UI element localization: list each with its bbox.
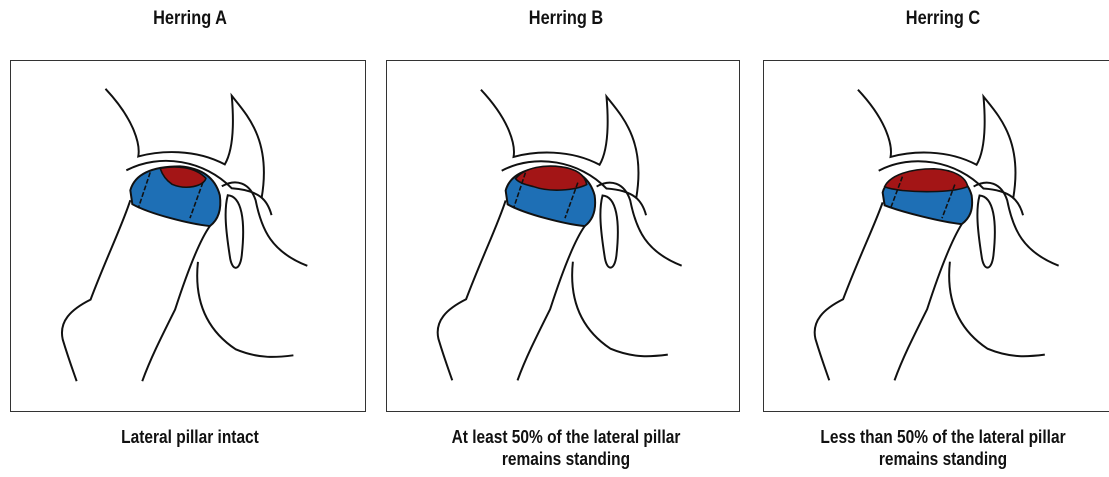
panel-title: Herring A [35,8,345,30]
panel-title: Herring B [411,8,721,30]
hip-joint-diagram [11,61,365,411]
femur-lateral [815,202,883,380]
caption-line: At least 50% of the lateral pillar [411,426,721,448]
panel-caption: At least 50% of the lateral pillar remai… [411,426,721,470]
obturator-line [949,262,1045,357]
panel-caption: Less than 50% of the lateral pillar rema… [788,426,1098,470]
obturator-line [197,262,293,357]
teardrop [600,195,617,267]
caption-line: remains standing [788,448,1098,470]
pelvic-wall [597,183,682,266]
pelvic-wall [974,183,1059,266]
panel-title: Herring C [788,8,1098,30]
pelvic-wall [222,182,308,265]
obturator-line [572,262,668,357]
hip-joint-diagram [387,61,739,411]
femur-lateral [62,200,130,381]
caption-line: Lateral pillar intact [35,426,345,448]
femur-lateral [438,200,506,380]
teardrop [977,195,994,267]
diagram-frame [386,60,740,412]
panel-herring-c: Herring C Less than 50% of the lateral p… [763,0,1109,477]
hip-joint-diagram [764,61,1109,411]
femur-medial [518,226,585,380]
diagram-frame [10,60,366,412]
panel-herring-b: Herring B At least 50% of the lateral pi… [386,0,746,477]
panel-caption: Lateral pillar intact [35,426,345,448]
teardrop [226,195,244,268]
necrotic-region [885,169,968,192]
caption-line: remains standing [411,448,721,470]
femur-medial [142,226,210,381]
caption-line: Less than 50% of the lateral pillar [788,426,1098,448]
panel-herring-a: Herring A Lateral pillar intact [10,0,370,477]
diagram-frame [763,60,1109,412]
